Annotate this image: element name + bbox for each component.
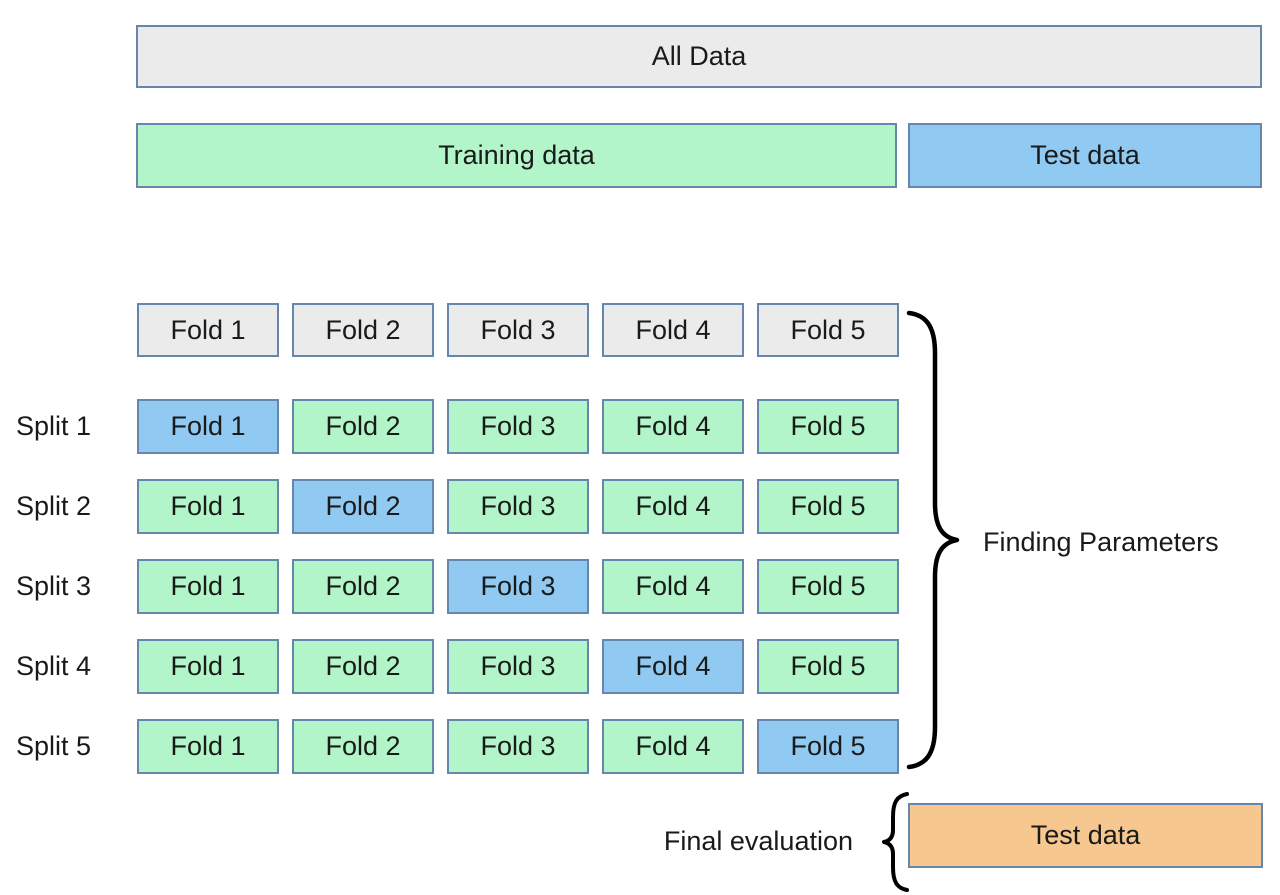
training-data-bar: Training data [136, 123, 897, 188]
fold-header-box-label: Fold 4 [635, 314, 711, 345]
fold-cell-train-label: Fold 2 [325, 651, 401, 681]
fold-cell-train: Fold 5 [757, 559, 899, 614]
test-data-label: Test data [1030, 140, 1140, 170]
fold-cell-train-label: Fold 4 [635, 411, 711, 441]
fold-cell-train: Fold 3 [447, 719, 589, 774]
final-evaluation-brace [882, 792, 909, 892]
fold-cell-train-label: Fold 2 [325, 411, 401, 441]
final-evaluation-brace-path [882, 792, 909, 892]
all-data-label: All Data [651, 41, 747, 71]
fold-cell-train: Fold 1 [137, 559, 279, 614]
fold-header-box-label: Fold 5 [790, 314, 866, 345]
fold-header-box: Fold 1 [137, 303, 279, 357]
fold-header-box-label: Fold 3 [480, 314, 556, 345]
final-evaluation-label: Final evaluation [663, 825, 853, 856]
fold-cell-test: Fold 3 [447, 559, 589, 614]
final-test-data-label: Test data [1030, 820, 1141, 850]
fold-header-box: Fold 5 [757, 303, 899, 357]
training-data-label: Training data [438, 140, 595, 170]
fold-cell-test: Fold 1 [137, 399, 279, 454]
fold-cell-test-label: Fold 4 [635, 651, 711, 681]
fold-cell-train: Fold 4 [602, 559, 744, 614]
fold-cell-train-label: Fold 4 [635, 491, 711, 521]
final-test-data-box: Test data [908, 803, 1263, 868]
fold-cell-train-label: Fold 4 [635, 731, 711, 761]
fold-cell-train: Fold 1 [137, 719, 279, 774]
finding-parameters-brace-path [906, 310, 960, 770]
fold-cell-train: Fold 2 [292, 399, 434, 454]
fold-cell-test-label: Fold 2 [325, 491, 401, 521]
all-data-bar: All Data [136, 25, 1262, 88]
fold-cell-train-label: Fold 1 [170, 651, 246, 681]
fold-cell-test: Fold 5 [757, 719, 899, 774]
fold-cell-train: Fold 5 [757, 479, 899, 534]
fold-cell-test: Fold 2 [292, 479, 434, 534]
fold-cell-train: Fold 4 [602, 719, 744, 774]
fold-cell-train-label: Fold 3 [480, 411, 556, 441]
fold-cell-train: Fold 5 [757, 399, 899, 454]
fold-cell-train: Fold 1 [137, 639, 279, 694]
fold-cell-test-label: Fold 5 [790, 731, 866, 761]
fold-cell-train: Fold 4 [602, 399, 744, 454]
fold-header-box: Fold 2 [292, 303, 434, 357]
fold-cell-train-label: Fold 5 [790, 411, 866, 441]
fold-cell-train-label: Fold 5 [790, 571, 866, 601]
split-label: Split 5 [16, 731, 92, 761]
test-data-bar: Test data [908, 123, 1262, 188]
fold-header-box-label: Fold 1 [170, 314, 246, 345]
fold-cell-train-label: Fold 1 [170, 731, 246, 761]
fold-cell-test-label: Fold 1 [170, 411, 246, 441]
fold-cell-test-label: Fold 3 [480, 571, 556, 601]
finding-parameters-label: Finding Parameters [983, 526, 1219, 557]
fold-cell-train: Fold 4 [602, 479, 744, 534]
fold-cell-train-label: Fold 1 [170, 571, 246, 601]
fold-cell-train-label: Fold 2 [325, 731, 401, 761]
fold-cell-train: Fold 2 [292, 559, 434, 614]
fold-cell-train-label: Fold 4 [635, 571, 711, 601]
fold-cell-train: Fold 1 [137, 479, 279, 534]
fold-cell-train-label: Fold 5 [790, 651, 866, 681]
fold-cell-test: Fold 4 [602, 639, 744, 694]
fold-cell-train-label: Fold 5 [790, 491, 866, 521]
fold-cell-train: Fold 2 [292, 639, 434, 694]
fold-cell-train: Fold 3 [447, 399, 589, 454]
fold-cell-train: Fold 2 [292, 719, 434, 774]
split-label: Split 3 [16, 571, 92, 601]
fold-cell-train-label: Fold 3 [480, 731, 556, 761]
split-label: Split 4 [16, 651, 92, 681]
fold-header-box-label: Fold 2 [325, 314, 401, 345]
fold-cell-train-label: Fold 2 [325, 571, 401, 601]
fold-cell-train-label: Fold 3 [480, 651, 556, 681]
fold-cell-train-label: Fold 3 [480, 491, 556, 521]
fold-cell-train: Fold 3 [447, 639, 589, 694]
fold-header-box: Fold 4 [602, 303, 744, 357]
fold-header-box: Fold 3 [447, 303, 589, 357]
split-label: Split 1 [16, 411, 92, 441]
fold-cell-train-label: Fold 1 [170, 491, 246, 521]
fold-cell-train: Fold 3 [447, 479, 589, 534]
finding-parameters-brace [906, 310, 960, 770]
fold-cell-train: Fold 5 [757, 639, 899, 694]
split-label: Split 2 [16, 491, 92, 521]
